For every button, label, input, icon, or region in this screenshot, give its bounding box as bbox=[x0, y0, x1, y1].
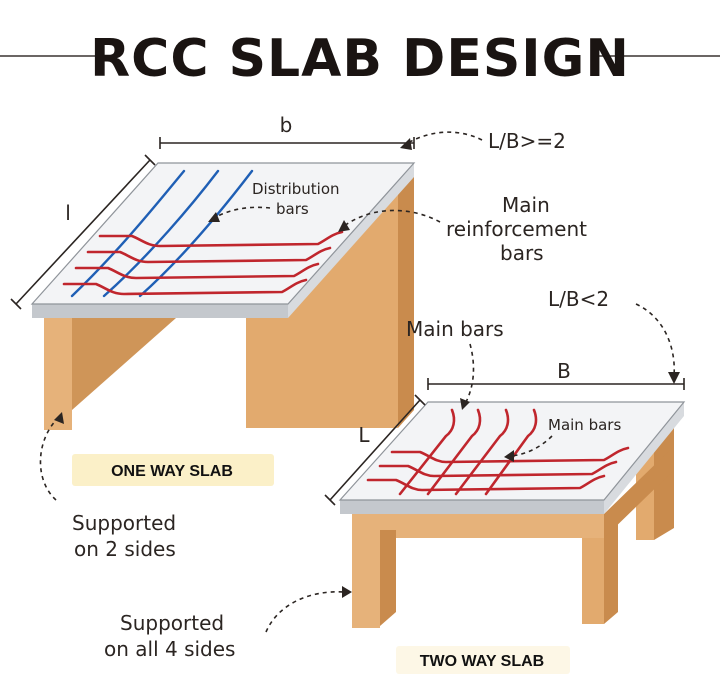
main-reinforcement-arrowhead bbox=[338, 220, 350, 232]
one-way-distribution-bar bbox=[102, 169, 220, 298]
main-reinforcement-arrow bbox=[343, 209, 441, 227]
two-way-main-bars-label: Main bars bbox=[406, 317, 504, 341]
two-way-main-bar bbox=[398, 408, 456, 496]
one-way-main-bar bbox=[86, 246, 332, 264]
one-way-right-support bbox=[246, 190, 398, 428]
two-way-main-bar bbox=[378, 460, 618, 478]
two-way-ratio-arrow bbox=[635, 303, 676, 377]
page-title: RCC SLAB DESIGN bbox=[90, 29, 630, 89]
two-way-slab-label: TWO WAY SLAB bbox=[420, 653, 544, 670]
one-way-left-support-inner bbox=[72, 318, 176, 410]
one-way-length-label: l bbox=[65, 201, 71, 225]
two-way-ratio-label: L/B<2 bbox=[548, 287, 609, 311]
two-way-slab-figure: B L L/B<2 Main bars Main bars TWO WAY SL… bbox=[104, 287, 686, 674]
two-way-main-bar bbox=[390, 446, 630, 464]
main-reinforcement-label-1: Main bbox=[502, 193, 550, 217]
two-way-slab-side-edge bbox=[604, 402, 684, 514]
one-way-distribution-bar bbox=[138, 169, 254, 298]
one-way-support-arrowhead bbox=[54, 412, 64, 424]
one-way-width-label: b bbox=[280, 113, 293, 137]
one-way-support-text-1: Supported bbox=[72, 511, 176, 535]
two-way-front-left-leg-inner bbox=[380, 530, 396, 626]
one-way-ratio-arrowhead bbox=[400, 138, 412, 150]
two-way-front-beam bbox=[352, 514, 604, 538]
two-way-length-tick-bottom bbox=[324, 494, 336, 506]
two-way-main-bar bbox=[484, 408, 538, 496]
distribution-bars-arrowhead bbox=[208, 212, 220, 222]
one-way-slab-side-edge bbox=[288, 163, 414, 318]
two-way-back-right-leg bbox=[654, 420, 674, 540]
two-way-label-highlight bbox=[396, 646, 570, 674]
two-way-side-beam bbox=[604, 446, 674, 538]
one-way-support-arrow bbox=[39, 417, 59, 501]
two-way-main-bars-arrow bbox=[465, 343, 475, 403]
two-way-main-bars-inner-label: Main bars bbox=[548, 416, 621, 434]
one-way-length-tick-bottom bbox=[10, 298, 22, 310]
one-way-length-tick-top bbox=[144, 154, 156, 166]
two-way-front-right-leg bbox=[582, 516, 604, 624]
one-way-slab-label: ONE WAY SLAB bbox=[111, 463, 233, 480]
two-way-support-arrow bbox=[265, 591, 345, 633]
main-reinforcement-label-2: reinforcement bbox=[446, 217, 587, 241]
one-way-right-support-side bbox=[398, 175, 414, 428]
one-way-left-support bbox=[44, 318, 72, 430]
two-way-width-label: B bbox=[557, 359, 571, 383]
one-way-slab-figure: b l L/B>=2 Distribution bars Main reinfo… bbox=[10, 113, 587, 561]
main-reinforcement-label-3: bars bbox=[500, 241, 544, 265]
two-way-front-right-leg-side bbox=[604, 506, 618, 624]
two-way-slab-front-edge bbox=[340, 500, 604, 514]
one-way-main-bar bbox=[98, 230, 344, 248]
distribution-bars-label-1: Distribution bbox=[252, 180, 340, 198]
one-way-ratio-label: L/B>=2 bbox=[488, 129, 566, 153]
two-way-support-text-1: Supported bbox=[120, 611, 224, 635]
one-way-slab-front-edge bbox=[32, 304, 288, 318]
distribution-bars-label-2: bars bbox=[276, 200, 309, 218]
two-way-length-dimension bbox=[329, 399, 421, 501]
two-way-main-bar bbox=[454, 408, 510, 496]
two-way-main-bars-inner-arrowhead bbox=[504, 450, 514, 462]
two-way-front-left-leg bbox=[352, 530, 380, 628]
two-way-support-arrowhead bbox=[342, 586, 352, 598]
two-way-main-bars-arrowhead bbox=[460, 398, 470, 410]
one-way-length-dimension bbox=[15, 159, 151, 305]
one-way-label-highlight bbox=[72, 454, 274, 486]
one-way-support-text-2: on 2 sides bbox=[74, 537, 176, 561]
two-way-main-bar bbox=[426, 408, 482, 496]
one-way-main-bar bbox=[74, 262, 320, 280]
two-way-ratio-arrowhead bbox=[668, 372, 680, 384]
two-way-main-bar bbox=[366, 474, 606, 492]
one-way-slab-top bbox=[30, 162, 416, 305]
two-way-support-text-2: on all 4 sides bbox=[104, 637, 235, 661]
two-way-length-tick-top bbox=[414, 394, 426, 406]
two-way-main-bars-inner-arrow bbox=[511, 435, 553, 457]
one-way-distribution-bar bbox=[70, 169, 186, 298]
one-way-main-bar bbox=[62, 278, 308, 296]
two-way-length-label: L bbox=[358, 423, 370, 447]
one-way-ratio-arrow bbox=[405, 131, 483, 145]
